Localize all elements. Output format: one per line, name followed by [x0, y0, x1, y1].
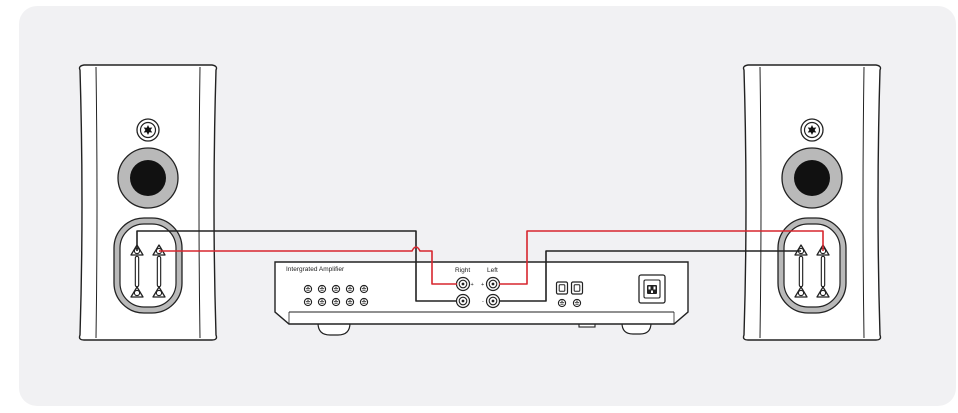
tweeter-icon [136, 118, 160, 142]
optical-port-icon [570, 281, 584, 295]
coax-port-icon [572, 298, 582, 308]
binding-post-plate [113, 217, 183, 314]
rca-jack-icon [455, 293, 471, 309]
right-channel-label: Right [455, 267, 470, 274]
right-plus-sign: + [471, 282, 474, 288]
left-speaker [78, 64, 218, 341]
left-positive-cable [159, 246, 457, 285]
rca-jack-icon [485, 276, 501, 292]
left-minus-sign: - [482, 299, 484, 305]
left-negative-cable [136, 230, 457, 302]
coax-port-icon [557, 298, 567, 308]
amplifier-title: Intergrated Amplifier [286, 266, 345, 273]
power-socket-icon [638, 274, 666, 304]
right-speaker [742, 64, 882, 341]
integrated-amplifier: Intergrated Amplifier Right Left + + - [274, 261, 689, 336]
left-channel-label: Left [487, 267, 498, 274]
rca-jack-icon [485, 293, 501, 309]
woofer-icon [781, 147, 843, 209]
diagram-panel [19, 6, 956, 406]
tweeter-icon [800, 118, 824, 142]
optical-port-icon [555, 281, 569, 295]
speaker-cables [136, 230, 824, 302]
right-positive-cable [499, 230, 824, 285]
rca-jack-icon [455, 276, 471, 292]
binding-post-plate [777, 217, 847, 314]
left-plus-sign: + [481, 282, 484, 288]
woofer-icon [117, 147, 179, 209]
right-negative-cable [499, 250, 801, 302]
